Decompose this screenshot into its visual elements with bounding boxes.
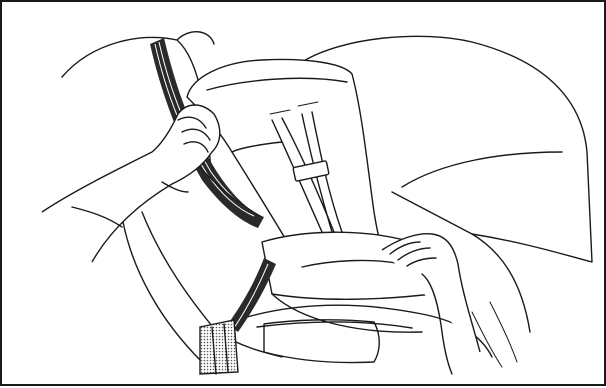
left-hand	[41, 104, 221, 263]
child-seat-harness	[269, 101, 343, 233]
chest-clip	[292, 160, 330, 182]
vehicle-seatback	[301, 35, 593, 333]
child-seat-shell	[186, 58, 433, 364]
lap-belt	[199, 258, 276, 375]
right-hand	[381, 233, 518, 375]
belt-latch-plate	[199, 319, 239, 375]
